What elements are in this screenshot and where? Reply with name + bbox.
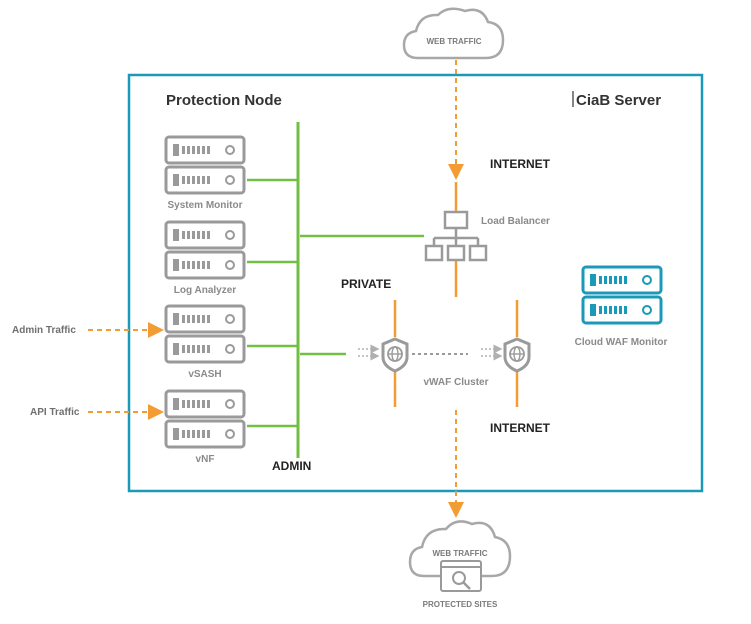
- vsash-label: vSASH: [188, 369, 221, 380]
- server-stack-icon: [164, 220, 246, 280]
- server-stack-icon: [164, 304, 246, 364]
- web-traffic-bottom-label: WEB TRAFFIC: [432, 549, 487, 558]
- vwaf-cluster-label: vWAF Cluster: [423, 377, 488, 388]
- vnf-node: vNF: [164, 389, 246, 465]
- protected-sites-cloud: WEB TRAFFIC PROTECTED SITES: [408, 520, 512, 609]
- web-traffic-cloud-top: WEB TRAFFIC: [402, 7, 505, 60]
- vwaf-node-2: [481, 337, 531, 373]
- system-monitor-label: System Monitor: [167, 200, 242, 211]
- api-traffic-label: API Traffic: [30, 407, 80, 418]
- cloud-icon: [402, 7, 505, 60]
- cloud-icon: [408, 520, 512, 578]
- server-stack-icon: [164, 135, 246, 195]
- shield-globe-icon: [381, 337, 409, 373]
- vnf-label: vNF: [196, 454, 215, 465]
- private-label: PRIVATE: [341, 277, 391, 291]
- vsash-node: vSASH: [164, 304, 246, 380]
- load-balancer-label: Load Balancer: [481, 216, 550, 227]
- hierarchy-icon: [424, 210, 488, 262]
- protected-sites-label: PROTECTED SITES: [423, 600, 498, 609]
- admin-label: ADMIN: [272, 459, 311, 473]
- server-stack-icon: [164, 389, 246, 449]
- cloud-waf-monitor-label: Cloud WAF Monitor: [575, 337, 668, 348]
- log-analyzer-node: Log Analyzer: [164, 220, 246, 296]
- browser-magnifier-icon: [440, 560, 482, 592]
- shield-globe-icon: [503, 337, 531, 373]
- ciab-server-frame: [127, 73, 704, 493]
- cloud-waf-monitor-node: Cloud WAF Monitor: [575, 265, 668, 348]
- internet-top-label: INTERNET: [490, 157, 551, 171]
- admin-traffic-label: Admin Traffic: [12, 325, 76, 336]
- vwaf-node-1: [358, 337, 409, 373]
- log-analyzer-label: Log Analyzer: [174, 285, 237, 296]
- system-monitor-node: System Monitor: [164, 135, 246, 211]
- load-balancer-node: Load Balancer: [424, 210, 550, 262]
- server-stack-icon: [581, 265, 663, 325]
- web-traffic-top-label: WEB TRAFFIC: [426, 37, 481, 46]
- internet-bottom-label: INTERNET: [490, 421, 551, 435]
- ciab-server-title: CiaB Server: [576, 92, 661, 109]
- protection-node-title: Protection Node: [166, 92, 282, 109]
